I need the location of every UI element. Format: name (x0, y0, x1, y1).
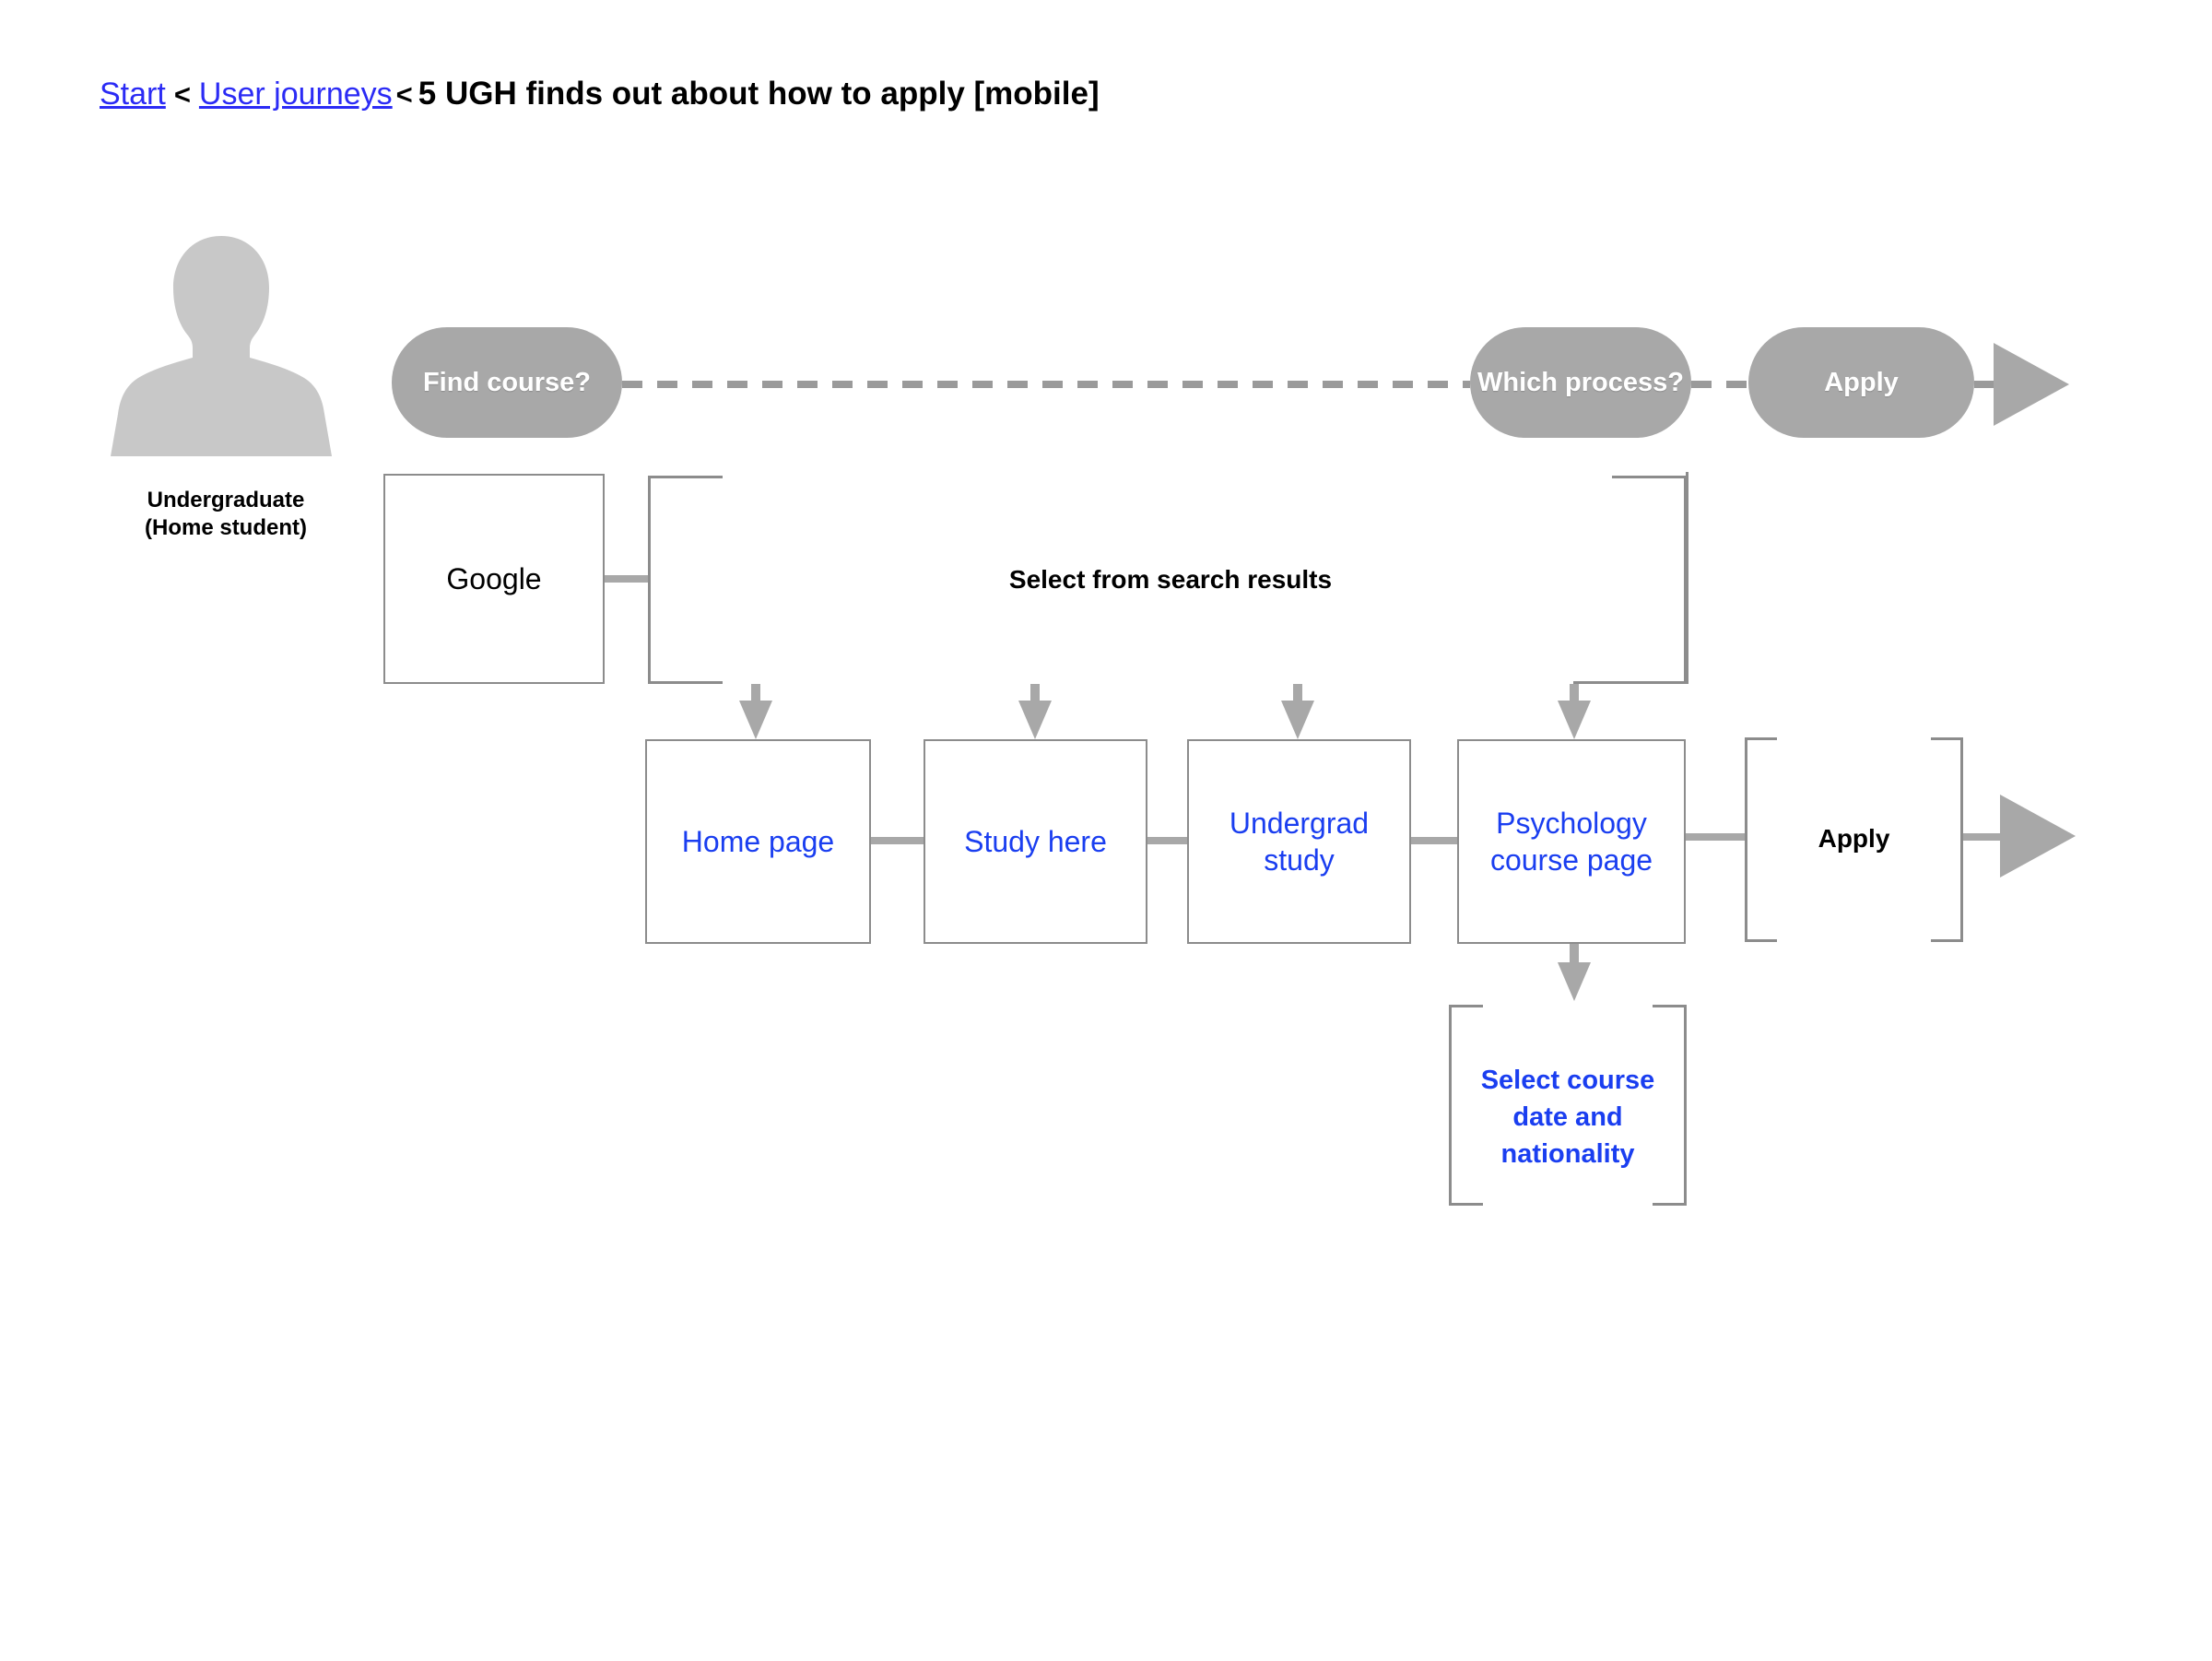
connector-undergrad-to-psychology (1411, 837, 1457, 844)
flow-node-select-course-date-label: Select course date and nationality (1480, 1066, 1655, 1169)
persona-label-line1: Undergraduate (147, 488, 305, 512)
apply-bracket (1745, 737, 1963, 942)
arrow-down-select-course-icon (1558, 944, 1591, 1005)
connector-google-to-results (605, 575, 651, 583)
flow-end-arrow-icon (2000, 795, 2076, 878)
stage-pill-apply[interactable]: Apply (1748, 327, 1974, 438)
route-which-process-elbow (1573, 681, 1688, 684)
apply-group-label: Apply (1818, 824, 1890, 853)
route-which-process-to-psychology (1573, 472, 1688, 684)
arrow-down-study-here-icon (1018, 684, 1052, 739)
persona-label-line2: (Home student) (145, 515, 307, 540)
search-results-caption: Select from search results (1008, 565, 1333, 594)
select-course-bracket (1449, 1005, 1687, 1206)
flow-node-google-label: Google (446, 562, 542, 595)
flow-node-psychology-course-page[interactable]: Psychology course page (1457, 739, 1686, 944)
connector-study-to-undergrad (1147, 837, 1187, 844)
breadcrumb: Start<User journeys<5 UGH finds out abou… (100, 76, 1100, 113)
breadcrumb-link-user-journeys[interactable]: User journeys (198, 77, 393, 112)
connector-apply-to-end (1963, 833, 2007, 841)
flow-node-google[interactable]: Google (383, 474, 605, 684)
flow-node-home-page[interactable]: Home page (645, 739, 871, 944)
stage-end-arrow-icon (1994, 343, 2069, 426)
stage-pill-find-course[interactable]: Find course? (392, 327, 622, 438)
stage-pill-which-process[interactable]: Which process? (1470, 327, 1691, 438)
stage-pill-apply-label: Apply (1824, 368, 1899, 397)
person-silhouette-icon (111, 230, 332, 456)
flow-node-study-here[interactable]: Study here (924, 739, 1147, 944)
stage-connector-which-to-apply (1691, 381, 1748, 388)
breadcrumb-separator-1: < (173, 78, 191, 111)
arrow-down-psychology-icon (1558, 684, 1591, 739)
persona-label: Undergraduate (Home student) (74, 487, 378, 542)
flow-node-psychology-course-page-label: Psychology course page (1489, 807, 1653, 877)
flow-node-study-here-label: Study here (964, 825, 1107, 858)
flow-node-home-page-label: Home page (681, 825, 835, 858)
breadcrumb-separator-2: < (395, 78, 413, 111)
stage-pill-which-process-label: Which process? (1477, 368, 1684, 397)
breadcrumb-link-start[interactable]: Start (100, 77, 166, 112)
page-title: 5 UGH finds out about how to apply [mobi… (418, 76, 1100, 112)
flow-node-undergrad-study[interactable]: Undergrad study (1187, 739, 1411, 944)
arrow-down-home-page-icon (739, 684, 772, 739)
stage-connector-find-to-which (622, 381, 1470, 388)
stage-pill-find-course-label: Find course? (422, 368, 592, 397)
connector-home-to-study (871, 837, 924, 844)
arrow-down-undergrad-study-icon (1281, 684, 1314, 739)
connector-psychology-to-apply (1686, 833, 1745, 841)
flow-node-undergrad-study-label: Undergrad study (1229, 807, 1370, 877)
